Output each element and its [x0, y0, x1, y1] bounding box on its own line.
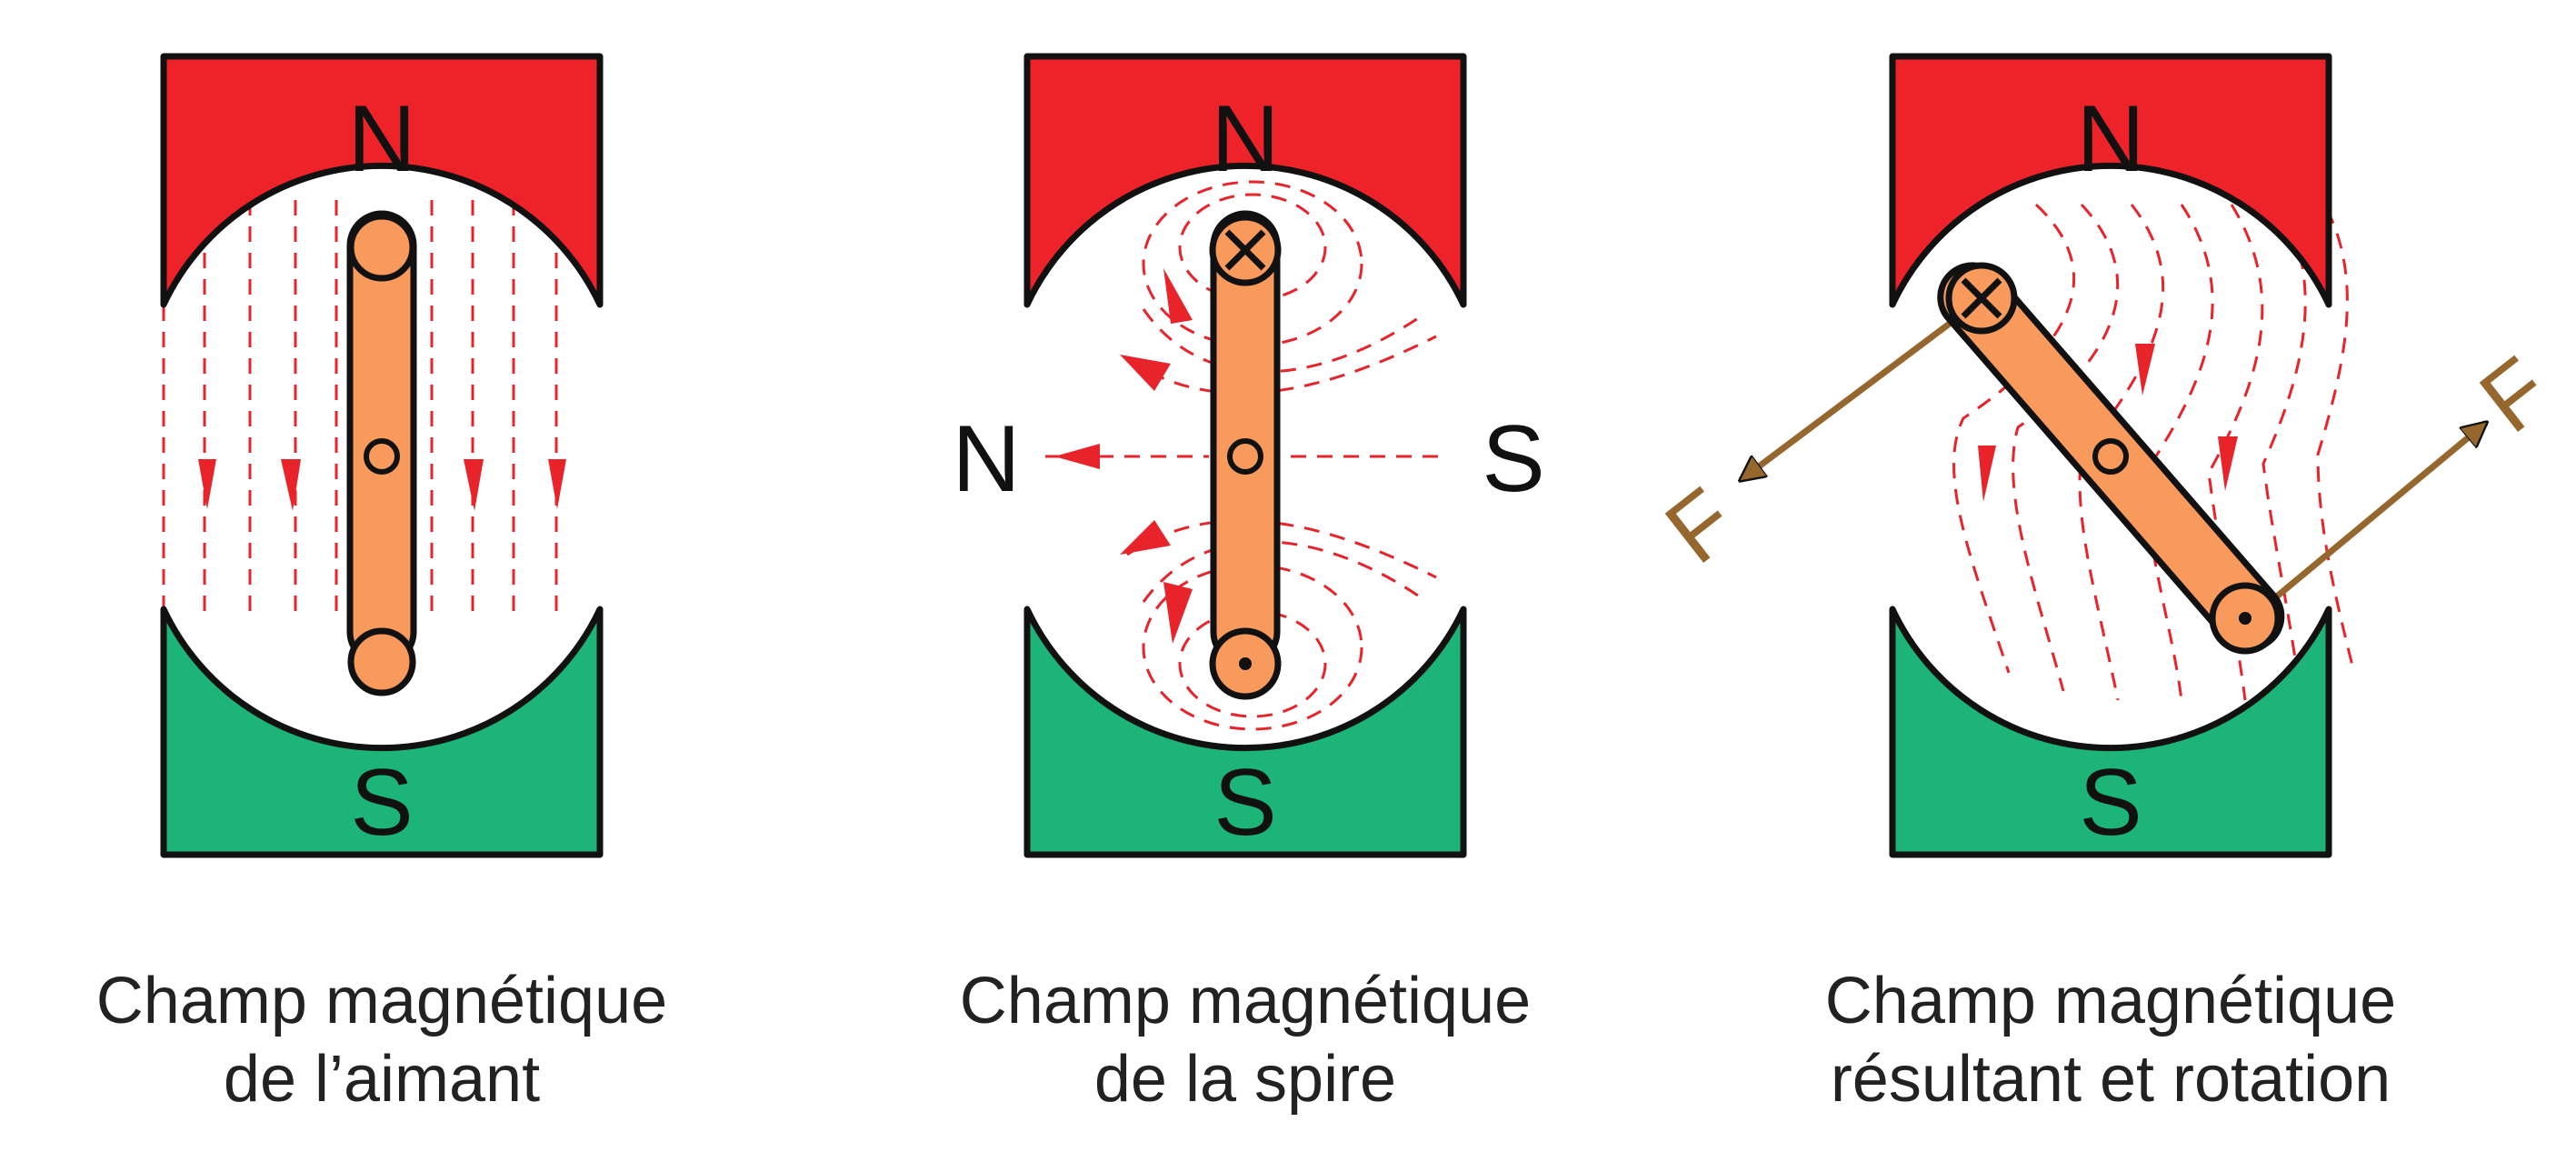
- coil-north-label: N: [952, 406, 1020, 512]
- caption-line-1: Champ magnétique: [1824, 965, 2397, 1037]
- north-pole-magnet: [1889, 53, 2332, 308]
- field-arrows: [1978, 344, 2238, 502]
- caption-line-1: Champ magnétique: [959, 965, 1532, 1037]
- field-arrows: [198, 459, 566, 511]
- field-arrows: [1054, 268, 1193, 644]
- coil: [1209, 210, 1282, 700]
- south-pole-label: S: [2079, 750, 2142, 856]
- pivot-axis: [2092, 438, 2129, 475]
- south-pole-magnet: [160, 606, 604, 858]
- current-out-of-page-icon: [2209, 582, 2281, 655]
- south-pole-magnet: [1889, 606, 2332, 858]
- south-pole-label: S: [350, 750, 413, 856]
- south-pole-label: S: [1213, 750, 1276, 856]
- field-lines: [1952, 203, 2356, 701]
- force-arrow-right: [2270, 423, 2486, 603]
- force-label-left: F: [1647, 468, 1753, 583]
- coil: [1937, 262, 2285, 652]
- panel-magnet-field: N S: [160, 53, 604, 858]
- north-pole-label: N: [2076, 86, 2144, 192]
- top-conductor: [347, 213, 416, 282]
- coil: [346, 210, 417, 696]
- pivot-axis: [1227, 438, 1263, 475]
- current-into-page-icon: [1209, 214, 1282, 286]
- coil-south-label: S: [1482, 406, 1544, 512]
- north-pole-label: N: [347, 86, 415, 192]
- panel-coil-field: N S N S: [952, 53, 1545, 858]
- north-pole-magnet: [1023, 53, 1467, 308]
- caption-resultant-field: Champ magnétique résultant et rotation: [1702, 962, 2520, 1118]
- current-into-page-icon: [1945, 262, 2018, 335]
- pivot-axis: [364, 438, 400, 475]
- caption-coil-field: Champ magnétique de la spire: [836, 962, 1654, 1118]
- south-pole-magnet: [1023, 606, 1467, 858]
- north-pole-label: N: [1211, 86, 1279, 192]
- panel-resultant-field: N S F F: [1647, 53, 2568, 858]
- bottom-conductor: [347, 627, 416, 696]
- caption-line-1: Champ magnétique: [95, 965, 668, 1037]
- force-label-right: F: [2461, 337, 2568, 452]
- caption-line-2: résultant et rotation: [1830, 1043, 2391, 1116]
- current-out-of-page-icon: [1209, 627, 1282, 700]
- field-lines: [162, 200, 558, 618]
- force-arrow-left: [1741, 317, 1957, 480]
- caption-magnet-field: Champ magnétique de l’aimant: [0, 962, 791, 1118]
- north-pole-magnet: [160, 53, 604, 308]
- caption-line-2: de l’aimant: [223, 1043, 541, 1116]
- caption-line-2: de la spire: [1093, 1043, 1397, 1116]
